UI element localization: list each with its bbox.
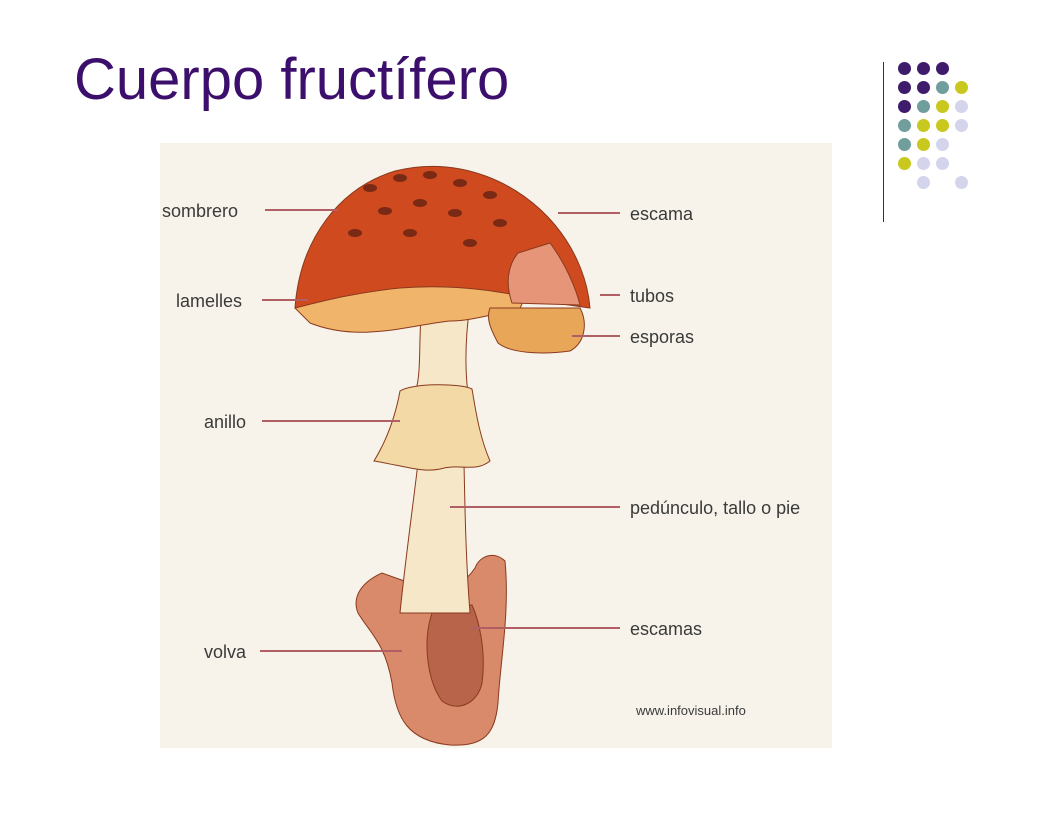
slide-title: Cuerpo fructífero xyxy=(74,47,510,112)
decorative-dot xyxy=(955,176,968,189)
decorative-dot xyxy=(936,138,949,151)
cap-scale xyxy=(413,199,427,207)
decorative-divider xyxy=(883,62,884,222)
decorative-dot xyxy=(917,100,930,113)
label-lamelles: lamelles xyxy=(176,291,243,311)
decorative-dot xyxy=(917,62,930,75)
cap-scale xyxy=(493,219,507,227)
cap-scale xyxy=(393,174,407,182)
label-anillo: anillo xyxy=(204,412,247,432)
decorative-dot xyxy=(898,138,911,151)
decorative-dot xyxy=(898,100,911,113)
label-escama: escama xyxy=(630,204,694,224)
cap-scale xyxy=(378,207,392,215)
ring-shape xyxy=(373,384,491,471)
cap-scale xyxy=(423,171,437,179)
cap-scale xyxy=(448,209,462,217)
label-pedunculo: pedúnculo, tallo o pie xyxy=(630,498,801,518)
decorative-dot xyxy=(936,119,949,132)
label-sombrero: sombrero xyxy=(162,201,239,221)
decorative-dot xyxy=(898,62,911,75)
decorative-dot xyxy=(917,138,930,151)
cap-scale xyxy=(453,179,467,187)
decorative-dot xyxy=(898,157,911,170)
spores-shape xyxy=(487,307,585,354)
mushroom-illustration xyxy=(160,143,832,748)
decorative-dot xyxy=(955,119,968,132)
cap-scale xyxy=(483,191,497,199)
decorative-dot xyxy=(955,81,968,94)
image-credit: www.infovisual.info xyxy=(636,703,746,718)
decorative-dot xyxy=(917,119,930,132)
decorative-dot xyxy=(898,81,911,94)
decorative-dot xyxy=(917,157,930,170)
decorative-dot xyxy=(936,62,949,75)
decorative-dot xyxy=(936,157,949,170)
label-volva: volva xyxy=(204,642,247,662)
decorative-dot xyxy=(898,119,911,132)
decorative-dot xyxy=(917,176,930,189)
label-escamas: escamas xyxy=(630,619,703,639)
cap-scale xyxy=(348,229,362,237)
decorative-dot xyxy=(936,100,949,113)
decorative-dot xyxy=(955,100,968,113)
cap-scales xyxy=(348,171,507,247)
cap-scale xyxy=(463,239,477,247)
volva-inner xyxy=(426,604,484,707)
leader-lines xyxy=(260,209,620,652)
mushroom-diagram: sombrero lamelles anillo volva escama tu… xyxy=(160,143,832,748)
cap-scale xyxy=(363,184,377,192)
label-tubos: tubos xyxy=(630,286,675,306)
cap-scale xyxy=(403,229,417,237)
tubes-shape xyxy=(507,242,581,306)
decorative-dot xyxy=(917,81,930,94)
label-esporas: esporas xyxy=(630,327,695,347)
decorative-dot xyxy=(936,81,949,94)
decorative-dot-grid xyxy=(898,62,998,202)
